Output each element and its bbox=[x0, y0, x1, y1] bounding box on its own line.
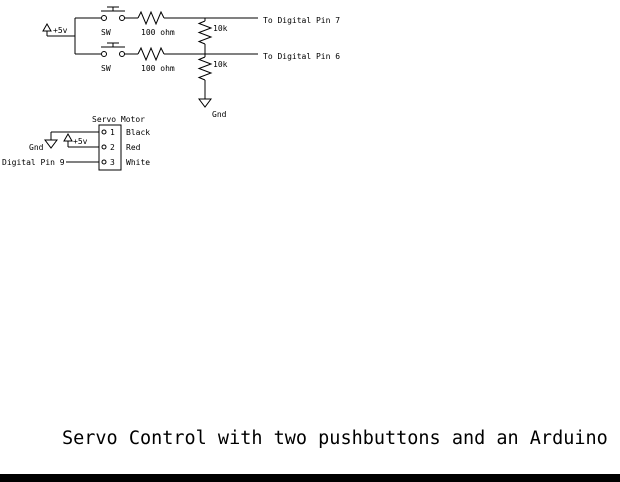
resistor-10k-1-icon bbox=[197, 18, 213, 54]
servo-pin-2-number: 2 bbox=[110, 143, 115, 152]
servo-wire-black-label: Black bbox=[126, 128, 150, 137]
pushbutton-2-icon bbox=[101, 42, 125, 57]
servo-wire-red-label: Red bbox=[126, 143, 141, 152]
servo-pin-1-number: 1 bbox=[110, 128, 115, 137]
pushbutton-1-icon bbox=[101, 6, 125, 21]
digital-pin-9-label: Digital Pin 9 bbox=[2, 158, 65, 167]
digital-pin-6-label: To Digital Pin 6 bbox=[263, 52, 340, 61]
servo-supply-label: +5v bbox=[73, 137, 88, 146]
servo-pin-contacts bbox=[101, 129, 107, 165]
servo-power-5v-icon bbox=[63, 132, 99, 148]
resistor-10k-2-icon bbox=[197, 54, 213, 99]
bottom-border bbox=[0, 474, 620, 482]
power-5v-icon bbox=[42, 22, 75, 37]
resistor-100ohm-2-icon bbox=[137, 46, 165, 62]
servo-ground-icon bbox=[44, 131, 99, 149]
resistor-10k-1-label: 10k bbox=[213, 24, 228, 33]
resistor-100ohm-1-label: 100 ohm bbox=[141, 28, 175, 37]
pushbutton-circuit: +5v SW 100 ohm To Digital Pin 7 bbox=[42, 6, 340, 119]
servo-wire-white-label: White bbox=[126, 158, 150, 167]
switch-1-label: SW bbox=[101, 28, 111, 37]
switch-2-label: SW bbox=[101, 64, 111, 73]
resistor-10k-2-label: 10k bbox=[213, 60, 228, 69]
resistor-100ohm-1-icon bbox=[137, 10, 165, 26]
servo-motor-heading: Servo Motor bbox=[92, 115, 145, 124]
resistor-100ohm-2-label: 100 ohm bbox=[141, 64, 175, 73]
servo-ground-label: Gnd bbox=[29, 143, 44, 152]
schematic-title: Servo Control with two pushbuttons and a… bbox=[62, 428, 608, 449]
ground-icon bbox=[198, 98, 212, 108]
supply-5v-label: +5v bbox=[53, 26, 68, 35]
servo-pin-3-number: 3 bbox=[110, 158, 115, 167]
ground-label: Gnd bbox=[212, 110, 227, 119]
digital-pin-7-label: To Digital Pin 7 bbox=[263, 16, 340, 25]
servo-connector-section: Servo Motor 1 2 3 Black Red White bbox=[2, 115, 150, 171]
